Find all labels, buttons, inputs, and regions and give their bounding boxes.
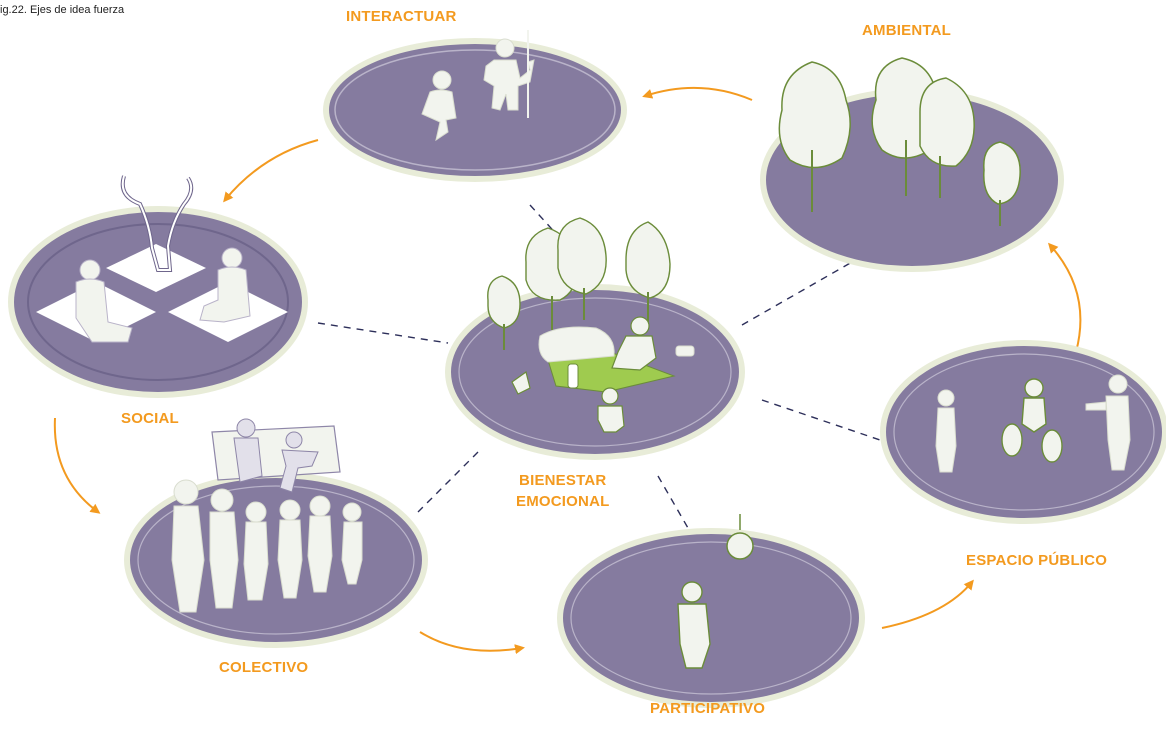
connector-social: [317, 322, 449, 344]
label-bienestar-line2: EMOCIONAL: [516, 493, 610, 510]
person-icon: [677, 581, 711, 669]
arrow-social-to-colectivo: [53, 417, 101, 514]
label-bienestar-line1: BIENESTAR: [519, 472, 607, 489]
person-icon: [483, 38, 535, 111]
arrow-espacio-to-ambiental: [1048, 242, 1082, 353]
person-icon: [199, 247, 251, 323]
arrow-participativo-to-espacio: [881, 579, 974, 629]
label-participativo: PARTICIPATIVO: [650, 700, 766, 717]
tree-icon: [487, 275, 521, 350]
label-ambiental: AMBIENTAL: [862, 22, 952, 39]
arrow-colectivo-to-participativo: [419, 631, 525, 655]
label-social: SOCIAL: [121, 410, 179, 427]
person-icon: [1085, 374, 1131, 471]
connector-espacio: [761, 399, 881, 441]
connector-ambiental: [741, 261, 853, 326]
tree-icon: [778, 61, 851, 212]
dashed-connectors: [317, 204, 881, 529]
person-icon: [171, 479, 363, 613]
label-bienestar: BIENESTAR EMOCIONAL: [516, 470, 609, 512]
bicycle-icon: [1001, 378, 1063, 463]
cycle-arrows: [53, 86, 1082, 655]
connector-participativo: [657, 475, 689, 529]
label-interactuar: INTERACTUAR: [346, 8, 457, 25]
bench-icon: [538, 326, 695, 389]
tree-icon: [983, 141, 1021, 226]
person-icon: [75, 259, 133, 343]
disc-social: [8, 175, 308, 398]
label-colectivo: COLECTIVO: [219, 659, 309, 676]
person-icon: [935, 389, 957, 473]
figure-caption: ig.22. Ejes de idea fuerza: [0, 4, 125, 16]
tree-icon: [557, 217, 607, 320]
person-icon: [233, 418, 319, 493]
person-icon: [511, 370, 531, 395]
arrow-ambiental-to-interactuar: [642, 86, 753, 101]
person-icon: [611, 316, 657, 371]
bench-icon: [211, 425, 341, 481]
disc-espacio-publico: [880, 340, 1166, 524]
connector-colectivo: [417, 451, 479, 513]
label-espacio-publico: ESPACIO PÚBLICO: [966, 552, 1108, 569]
person-icon: [597, 387, 625, 433]
arrow-interactuar-to-social: [223, 139, 319, 203]
person-icon: [421, 70, 457, 142]
disc-bienestar: [445, 217, 745, 460]
disc-interactuar: [323, 30, 627, 182]
disc-colectivo: [124, 418, 428, 648]
disc-participativo: [557, 514, 865, 708]
tree-icon: [919, 77, 975, 198]
disc-ambiental: [760, 57, 1064, 272]
lamp-icon: [726, 514, 754, 560]
